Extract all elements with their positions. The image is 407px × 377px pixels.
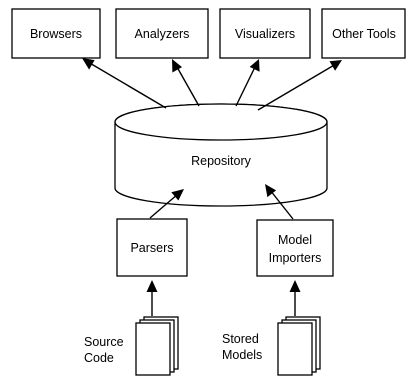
arrow-repository-to-other-tools (257, 60, 342, 111)
source-code-documents (135, 316, 179, 376)
browsers-label: Browsers (30, 27, 82, 41)
visualizers-label: Visualizers (235, 27, 295, 41)
analyzers-label: Analyzers (135, 27, 190, 41)
browsers-box: Browsers (11, 8, 101, 59)
arrow-parsers-to-repository (149, 189, 184, 219)
model-importers-box: Model Importers (256, 219, 334, 277)
repository-cylinder: Repository (114, 103, 328, 207)
analyzers-box: Analyzers (115, 8, 209, 59)
arrow-repository-to-browsers (82, 58, 167, 109)
arrow-repository-to-visualizers (235, 59, 260, 107)
arrow-models-to-importers (289, 280, 301, 316)
source-code-label-line1: Source (84, 335, 124, 349)
stored-models-documents (277, 316, 321, 376)
arrow-importers-to-repository (265, 184, 294, 220)
other-tools-label: Other Tools (332, 27, 396, 41)
visualizers-box: Visualizers (219, 8, 311, 59)
repository-label: Repository (191, 154, 251, 168)
source-code-label-line2: Code (84, 351, 114, 365)
parsers-label: Parsers (130, 241, 173, 255)
arrow-repository-to-analyzers (172, 59, 200, 107)
model-importers-label-line1: Model (278, 233, 312, 247)
model-importers-label-line2: Importers (269, 251, 322, 265)
stored-models-label-line2: Models (222, 348, 262, 362)
other-tools-box: Other Tools (321, 8, 406, 59)
arrow-source-to-parsers (146, 280, 158, 316)
parsers-box: Parsers (116, 218, 188, 277)
stored-models-label-line1: Stored (222, 332, 259, 346)
